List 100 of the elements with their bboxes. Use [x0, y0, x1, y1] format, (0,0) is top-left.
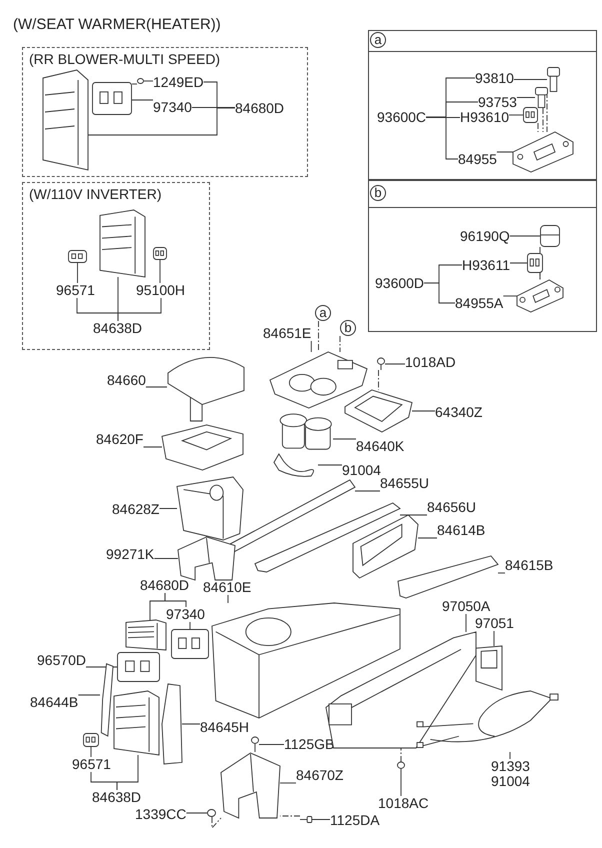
part-number: 84680D	[235, 101, 284, 116]
frame-drawing	[162, 425, 243, 470]
bracket-drawing	[178, 537, 235, 580]
dashed-group-box	[22, 47, 308, 177]
console-body-drawing	[212, 603, 400, 718]
callout-letter: b	[370, 185, 386, 201]
part-number: 99271K	[106, 547, 154, 562]
diagram-title: (W/SEAT WARMER(HEATER))	[13, 17, 221, 32]
leader-line	[354, 490, 380, 492]
part-number: 84610E	[203, 580, 252, 595]
circle-shape	[207, 809, 216, 817]
assembly-line	[378, 370, 379, 390]
leader-line	[513, 79, 548, 80]
leader-line	[186, 812, 208, 814]
part-number: 1249ED	[153, 75, 204, 90]
bracket-drawing	[221, 753, 280, 818]
leader-line	[159, 508, 178, 509]
callout-letter: a	[370, 32, 386, 48]
screw-drawing	[397, 762, 405, 782]
screw-drawing	[377, 358, 385, 370]
callout-letter: a	[315, 305, 331, 321]
part-number: 84670Z	[296, 768, 344, 783]
assembly-line	[212, 816, 222, 830]
leader-line	[318, 464, 342, 466]
leader-line	[164, 592, 186, 608]
leader-line	[118, 298, 162, 322]
socket-drawing	[83, 733, 99, 747]
part-number: 96571	[56, 283, 95, 298]
part-number: 84656U	[427, 500, 476, 515]
dashed-group-box	[22, 182, 210, 350]
leader-line	[77, 262, 78, 284]
part-number: 97051	[475, 616, 514, 631]
part-number: 96190Q	[460, 229, 510, 244]
part-number: 1339CC	[135, 807, 186, 822]
leader-line	[280, 782, 296, 784]
part-number: 84680D	[140, 578, 190, 593]
part-number: 84955	[458, 152, 497, 167]
leader-line	[143, 446, 162, 448]
leader-line	[88, 108, 236, 136]
leader-line	[116, 754, 138, 790]
switch-drawing	[523, 107, 538, 123]
part-number: 1018AC	[378, 796, 429, 811]
part-number: 84638D	[92, 790, 142, 805]
vent-panel-drawing	[126, 620, 166, 650]
part-number: 1018AD	[405, 355, 456, 370]
detail-panel	[368, 180, 597, 332]
cap-drawing	[547, 67, 560, 92]
part-number: 84620F	[96, 432, 144, 447]
leader-line	[400, 782, 402, 796]
part-number: 91004	[491, 774, 530, 789]
switch-drawing	[92, 82, 132, 115]
leader-line	[144, 80, 154, 82]
part-number: 97050A	[442, 599, 490, 614]
part-number: 84638D	[93, 321, 142, 336]
switch-base-drawing	[513, 132, 573, 172]
leader-line	[312, 819, 330, 820]
cup-holder-cover-drawing	[270, 352, 367, 408]
leader-line	[426, 117, 460, 118]
leader-line	[90, 746, 92, 758]
part-number: 84615B	[505, 558, 554, 573]
leader-line	[145, 386, 168, 388]
part-number: 91393	[491, 759, 530, 774]
cap-drawing	[535, 87, 548, 108]
detail-panel	[368, 30, 597, 180]
cover-cap-drawing	[540, 225, 560, 247]
trim-strip-drawing	[398, 556, 498, 598]
part-number: 93753	[478, 95, 517, 110]
part-number: 93810	[475, 71, 514, 86]
part-number: 91004	[342, 463, 381, 478]
leader-line	[258, 744, 284, 745]
cup-holder-drawing	[278, 413, 333, 450]
part-number: 1125GB	[284, 737, 334, 752]
circle-shape	[137, 78, 144, 84]
socket-drawing	[68, 250, 87, 263]
tray-drawing	[345, 390, 412, 432]
leader-line	[412, 410, 436, 412]
part-number: 84645H	[200, 720, 250, 735]
leader-line	[78, 694, 100, 696]
vent-panel-drawing	[100, 210, 145, 277]
section-heading: (RR BLOWER-MULTI SPEED)	[29, 52, 220, 67]
part-number: 84640K	[356, 439, 404, 454]
part-number: 84660	[107, 373, 146, 388]
part-number: H93611	[462, 258, 510, 273]
part-number: 97340	[153, 100, 192, 115]
leader-line	[516, 97, 536, 98]
part-number: 93600C	[377, 110, 426, 125]
switch-base-drawing	[517, 280, 563, 312]
part-number: 93600D	[375, 276, 424, 291]
part-number: 96570D	[37, 653, 86, 668]
leader-line	[498, 572, 506, 574]
leader-line	[332, 438, 356, 440]
part-number: 96571	[72, 757, 111, 772]
part-number: 84655U	[380, 476, 430, 491]
leader-line	[510, 262, 528, 264]
part-number: 1125DA	[330, 813, 380, 828]
switch-drawing	[171, 629, 209, 659]
leader-line	[424, 282, 456, 304]
trim-strip-drawing	[162, 684, 182, 764]
leader-line	[400, 514, 428, 516]
assembly-line	[546, 92, 548, 132]
